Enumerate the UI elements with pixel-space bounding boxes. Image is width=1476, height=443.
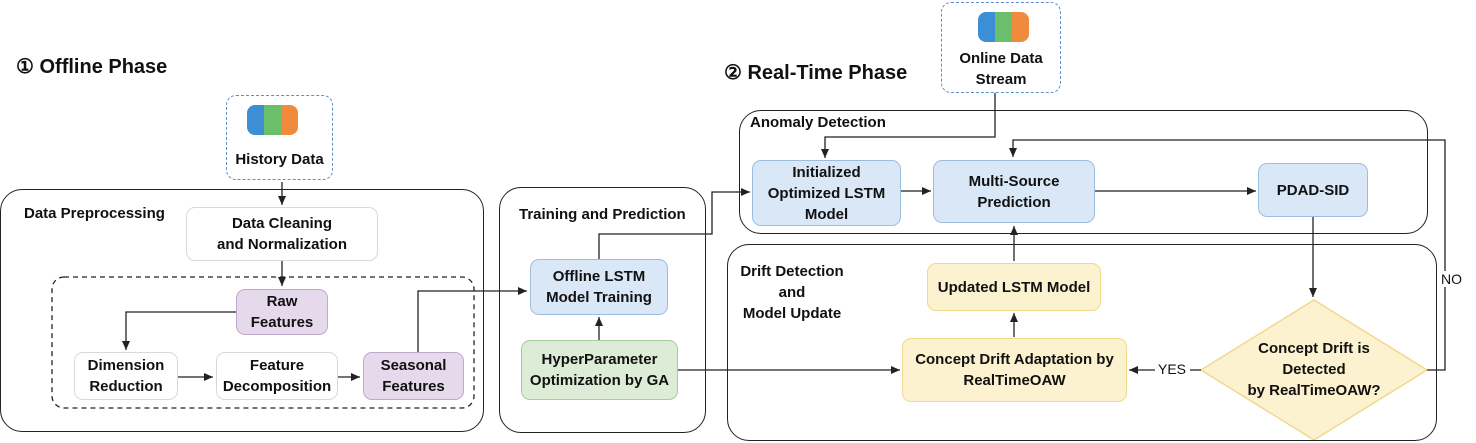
no-edge-label: NO <box>1439 271 1464 287</box>
edge-decision-no-to-multisource <box>1009 139 1446 371</box>
data-cleaning-node: Data Cleaning and Normalization <box>186 207 378 261</box>
data-preprocessing-label: Data Preprocessing <box>24 205 165 222</box>
edge-offline-to-initialized <box>598 188 750 259</box>
history-data-source: History Data <box>226 95 333 180</box>
updated-lstm-node: Updated LSTM Model <box>927 263 1101 311</box>
edge-online-to-initialized <box>821 93 996 158</box>
seasonal-features-node: Seasonal Features <box>363 352 464 400</box>
training-prediction-label: Training and Prediction <box>519 206 686 223</box>
feature-decomposition-node: Feature Decomposition <box>216 352 338 400</box>
offline-lstm-training-node: Offline LSTM Model Training <box>530 259 668 315</box>
anomaly-detection-group <box>739 110 1428 234</box>
anomaly-detection-label: Anomaly Detection <box>750 114 886 131</box>
dimension-reduction-node: Dimension Reduction <box>74 352 178 400</box>
training-prediction-group <box>499 187 706 433</box>
initialized-lstm-node: Initialized Optimized LSTM Model <box>752 160 901 226</box>
online-data-source: Online Data Stream <box>941 2 1061 93</box>
online-data-label: Online Data Stream <box>959 50 1043 88</box>
data-preprocessing-group <box>0 189 484 432</box>
edge-seasonal-to-offline <box>417 287 527 352</box>
multi-source-prediction-node: Multi-Source Prediction <box>933 160 1095 223</box>
database-icon <box>247 105 298 135</box>
drift-detection-label: Drift Detection and Model Update <box>740 263 844 322</box>
yes-edge-label: YES <box>1158 361 1187 377</box>
pdad-sid-node: PDAD-SID <box>1258 163 1368 217</box>
edge-raw-to-dimension <box>122 311 236 350</box>
history-data-label: History Data <box>235 151 324 168</box>
concept-drift-adaptation-node: Concept Drift Adaptation by RealTimeOAW <box>902 338 1127 402</box>
concept-drift-decision-label: Concept Drift is Detected by RealTimeOAW… <box>1247 340 1381 399</box>
offline-phase-title: ① Offline Phase <box>16 56 168 78</box>
feature-engineering-dashed-box <box>51 276 475 409</box>
database-icon <box>978 12 1029 42</box>
raw-features-node: Raw Features <box>236 289 328 335</box>
drift-detection-group <box>727 244 1437 441</box>
realtime-phase-title: ② Real-Time Phase <box>724 62 908 84</box>
hyperparameter-optimization-node: HyperParameter Optimization by GA <box>521 340 678 400</box>
